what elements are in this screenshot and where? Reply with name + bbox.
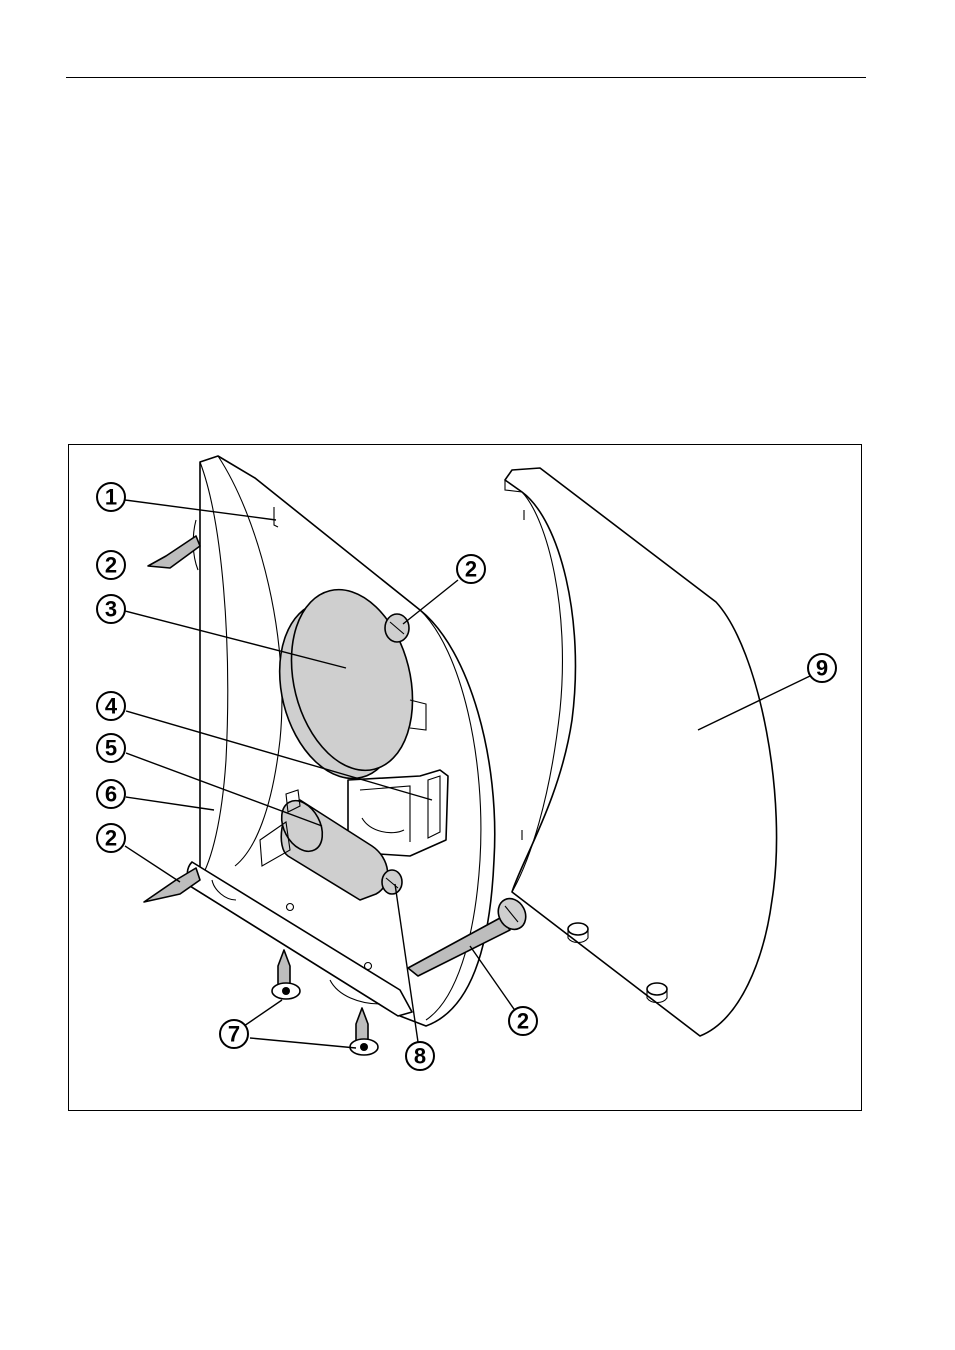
svg-text:6: 6 xyxy=(105,782,117,807)
figure-frame xyxy=(68,444,862,1111)
callout-3: 3 xyxy=(96,594,126,624)
svg-text:5: 5 xyxy=(105,736,117,761)
small-fastener-part xyxy=(381,869,403,895)
screw-bottom-left xyxy=(143,867,201,903)
svg-text:1: 1 xyxy=(105,485,117,510)
svg-text:4: 4 xyxy=(105,694,118,719)
callout-5: 5 xyxy=(96,733,126,763)
callout-2-top-left: 2 xyxy=(96,550,126,580)
svg-text:8: 8 xyxy=(414,1044,426,1069)
svg-text:7: 7 xyxy=(228,1022,240,1047)
svg-text:9: 9 xyxy=(816,656,828,681)
callout-6: 6 xyxy=(96,779,126,809)
callout-9: 9 xyxy=(807,653,837,683)
small-screw-left xyxy=(271,949,301,1000)
header-rule xyxy=(66,77,866,78)
screw-bottom-right xyxy=(407,897,527,977)
callout-2-bottom-right: 2 xyxy=(508,1006,538,1036)
disc-component-part xyxy=(278,588,427,780)
callout-7: 7 xyxy=(219,1019,249,1049)
svg-text:3: 3 xyxy=(105,597,117,622)
small-screw-right xyxy=(349,1007,379,1056)
svg-text:2: 2 xyxy=(105,826,117,851)
svg-text:2: 2 xyxy=(105,553,117,578)
screw-top-right-head xyxy=(384,613,410,643)
cylinder-battery-part xyxy=(259,789,389,901)
callout-2-bottom-left: 2 xyxy=(96,823,126,853)
callout-4: 4 xyxy=(96,691,126,721)
leader-lines xyxy=(124,499,811,1049)
screw-top-left xyxy=(147,535,201,569)
cover-part xyxy=(504,467,778,1037)
callout-1: 1 xyxy=(96,482,126,512)
callout-2-top-right: 2 xyxy=(456,554,486,584)
svg-text:2: 2 xyxy=(517,1009,529,1034)
svg-text:2: 2 xyxy=(465,557,477,582)
callout-8: 8 xyxy=(405,1041,435,1071)
